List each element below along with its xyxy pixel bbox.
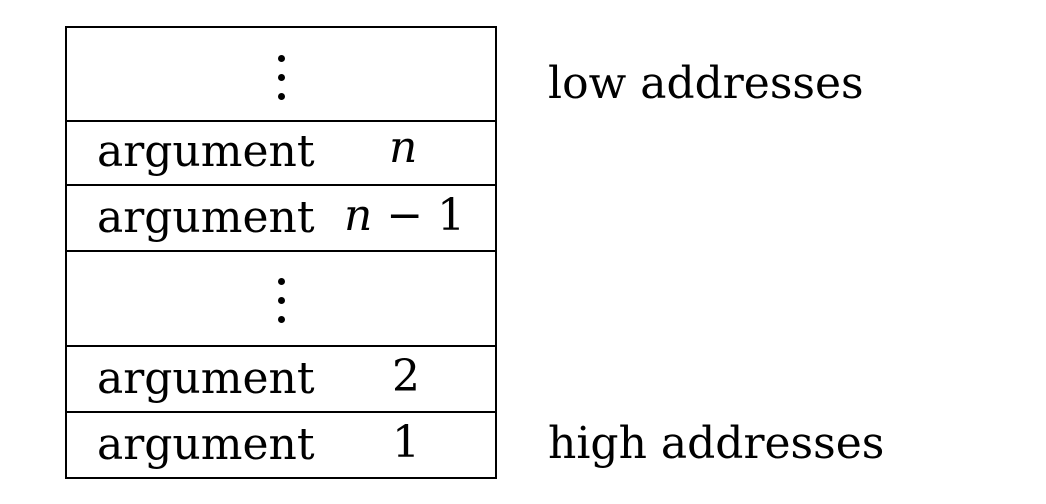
argument-index: 1 bbox=[392, 417, 420, 468]
stack-row-argument-n-minus-1: argument n − 1 bbox=[65, 186, 497, 252]
stack-row-ellipsis-top bbox=[65, 26, 497, 122]
argument-index: n − 1 bbox=[344, 190, 466, 241]
argument-index: 2 bbox=[392, 351, 420, 402]
high-addresses-label: high addresses bbox=[548, 418, 885, 469]
argument-index: n bbox=[389, 122, 418, 173]
argument-label: argument bbox=[97, 353, 315, 404]
stack-row-argument-1: argument 1 bbox=[65, 413, 497, 479]
argument-label: argument bbox=[97, 126, 315, 177]
stack-row-ellipsis-middle bbox=[65, 252, 497, 347]
argument-label: argument bbox=[97, 192, 315, 243]
vertical-ellipsis-icon bbox=[67, 55, 495, 112]
vertical-ellipsis-icon bbox=[67, 278, 495, 335]
low-addresses-label: low addresses bbox=[548, 58, 864, 109]
stack-row-argument-n: argument n bbox=[65, 120, 497, 186]
stack-row-argument-2: argument 2 bbox=[65, 347, 497, 413]
argument-label: argument bbox=[97, 419, 315, 470]
